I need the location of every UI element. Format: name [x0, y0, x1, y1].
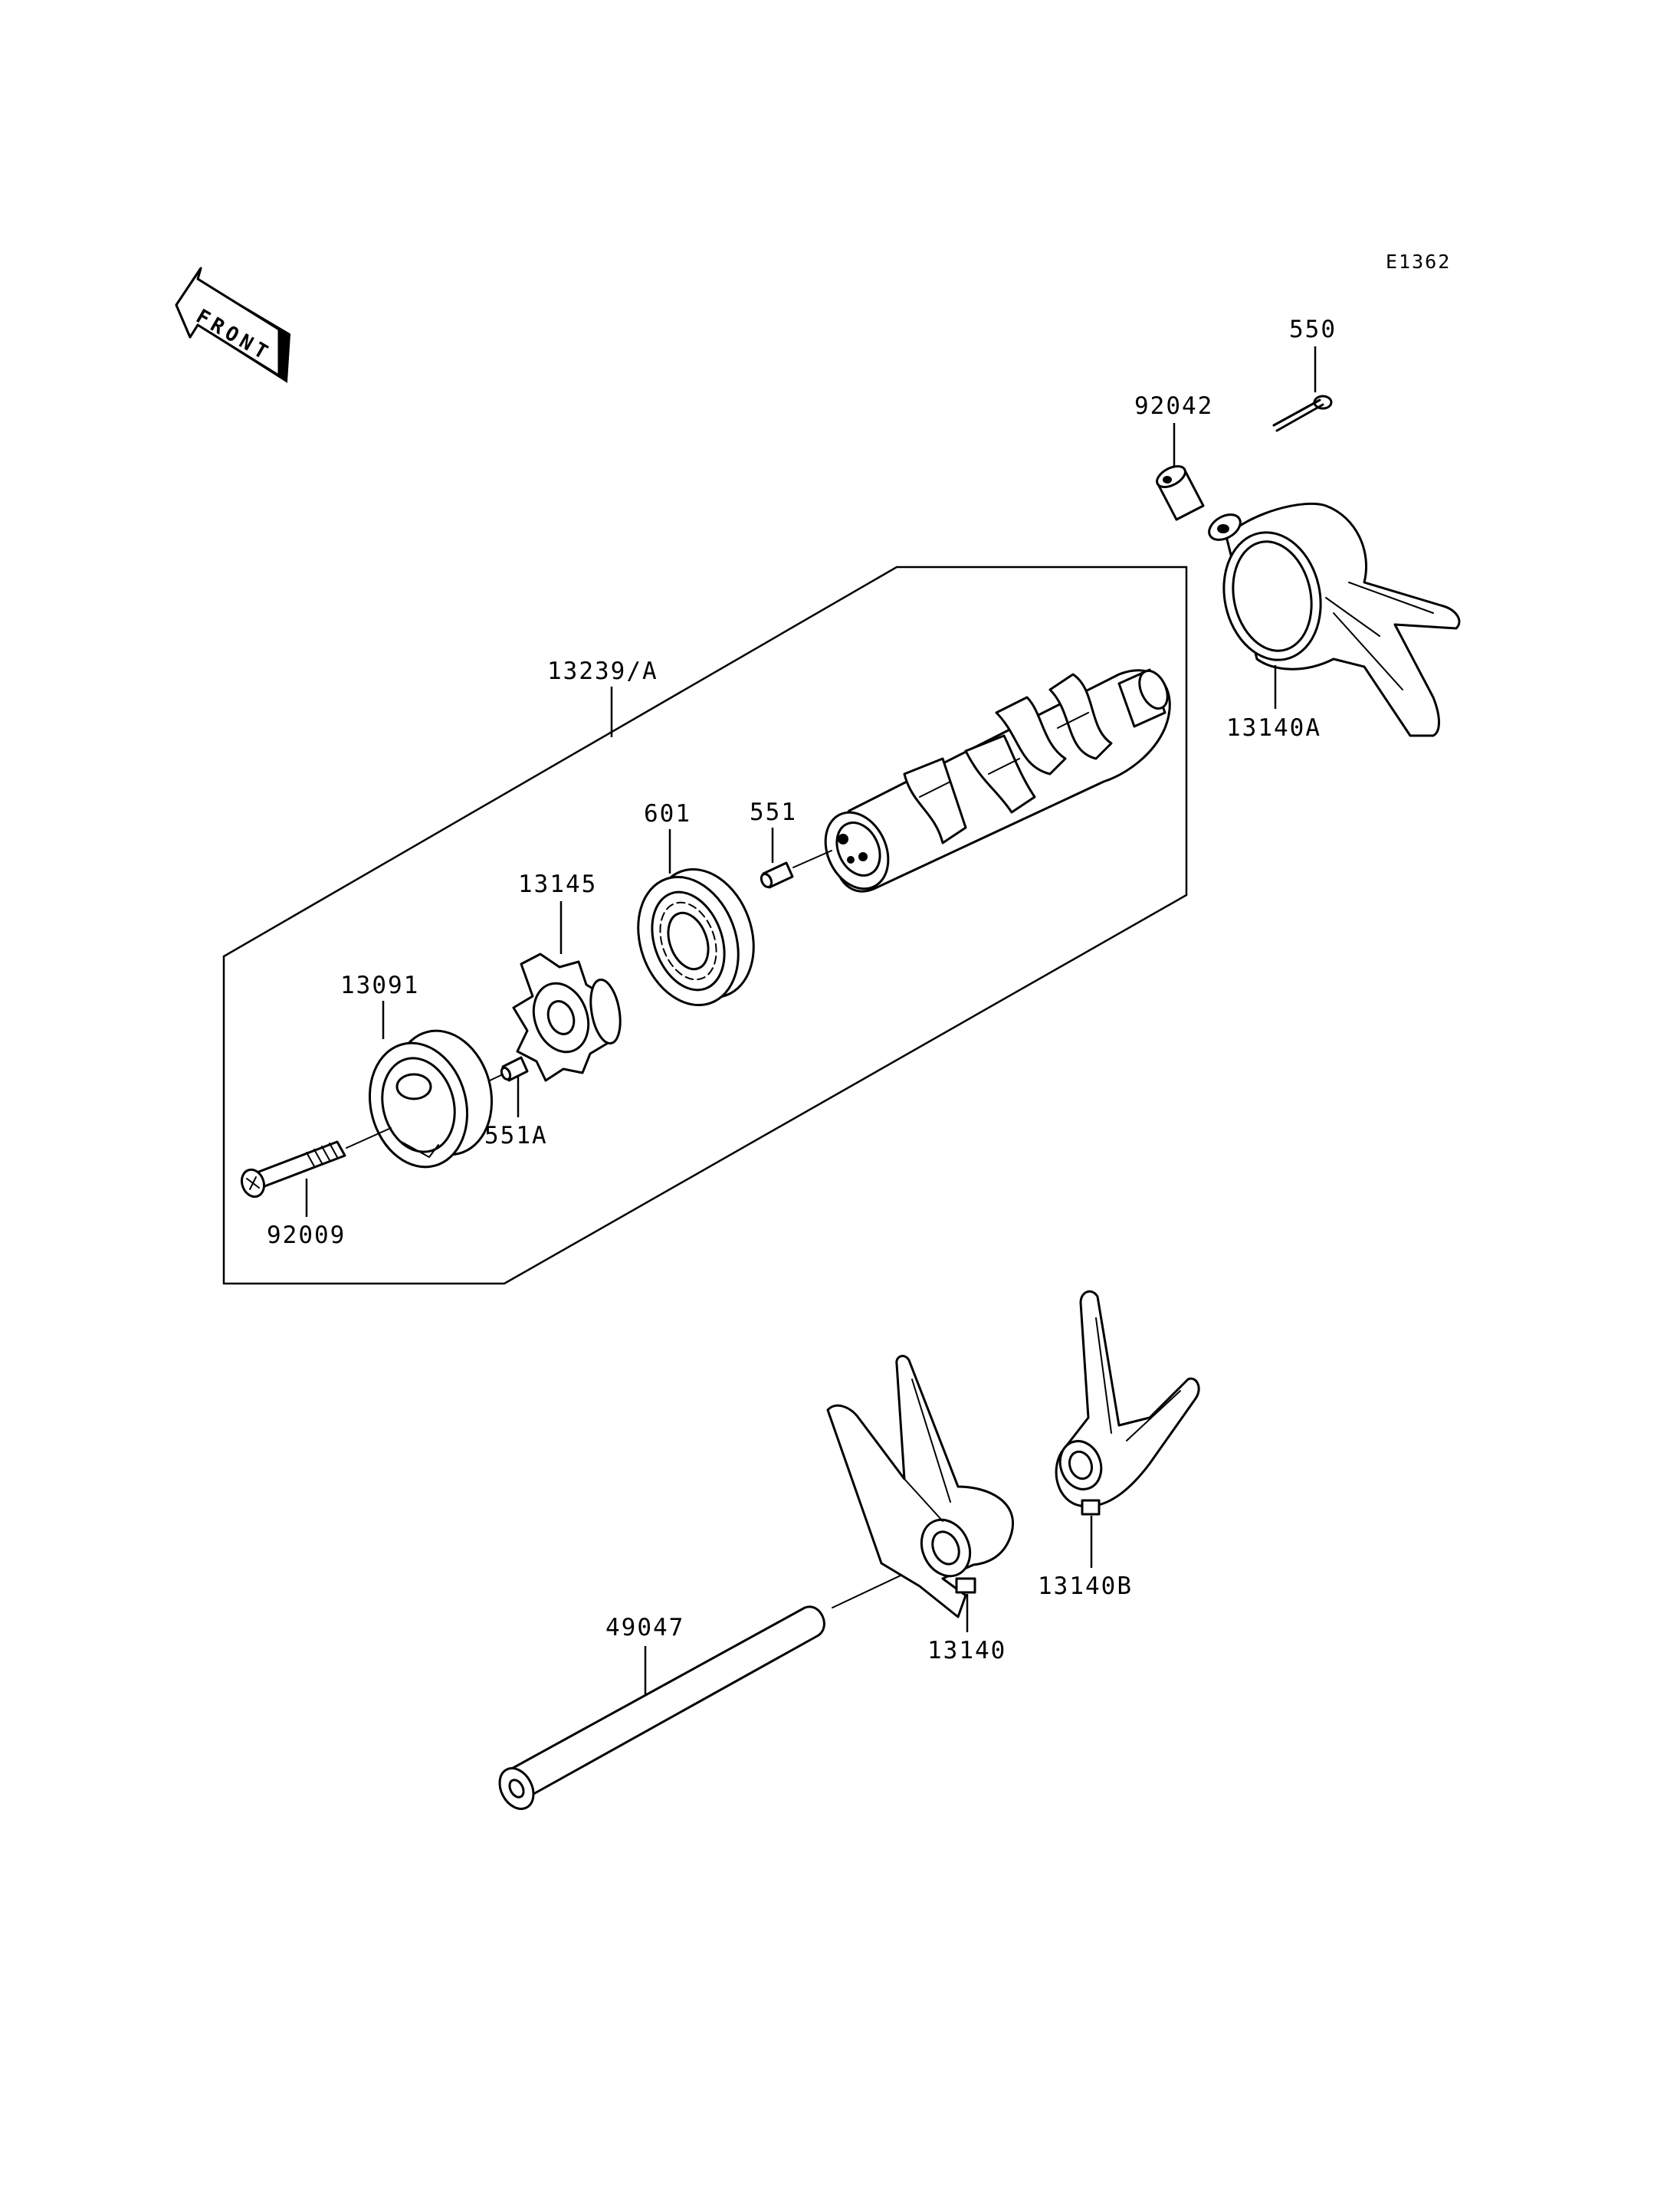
part-551-pin	[760, 828, 832, 889]
part-49047-shift-rod	[498, 1555, 943, 1810]
part-13140-shift-fork	[826, 1355, 1014, 1632]
part-label-13140B: 13140B	[1038, 1572, 1133, 1600]
part-13145-star-plate	[512, 901, 622, 1082]
part-92009-screw	[240, 1127, 392, 1217]
shift-drum	[824, 668, 1171, 893]
part-label-13239-A: 13239/A	[547, 657, 658, 685]
part-label-550: 550	[1289, 316, 1337, 343]
part-label-13140: 13140	[927, 1637, 1006, 1664]
part-13140B-shift-fork	[1055, 1290, 1200, 1568]
part-550-cotter-pin	[1272, 346, 1333, 432]
part-label-601: 601	[644, 800, 691, 828]
part-label-13091: 13091	[340, 972, 419, 999]
part-label-92009: 92009	[267, 1221, 346, 1249]
front-arrow-icon: FRONT	[175, 267, 291, 383]
part-label-13140A: 13140A	[1226, 714, 1321, 742]
part-label-92042: 92042	[1134, 392, 1213, 420]
part-label-13145: 13145	[518, 871, 597, 898]
part-92042-pin	[1156, 423, 1205, 521]
drawing-id: E1362	[1386, 251, 1451, 273]
part-13140A-shift-fork	[1208, 502, 1461, 737]
part-label-551: 551	[750, 798, 797, 826]
part-label-49047: 49047	[605, 1614, 684, 1641]
part-601-bearing	[637, 829, 755, 1007]
part-label-551A: 551A	[484, 1122, 548, 1149]
part-13091-holder	[368, 1001, 494, 1169]
assembly-outline	[222, 566, 1188, 1285]
